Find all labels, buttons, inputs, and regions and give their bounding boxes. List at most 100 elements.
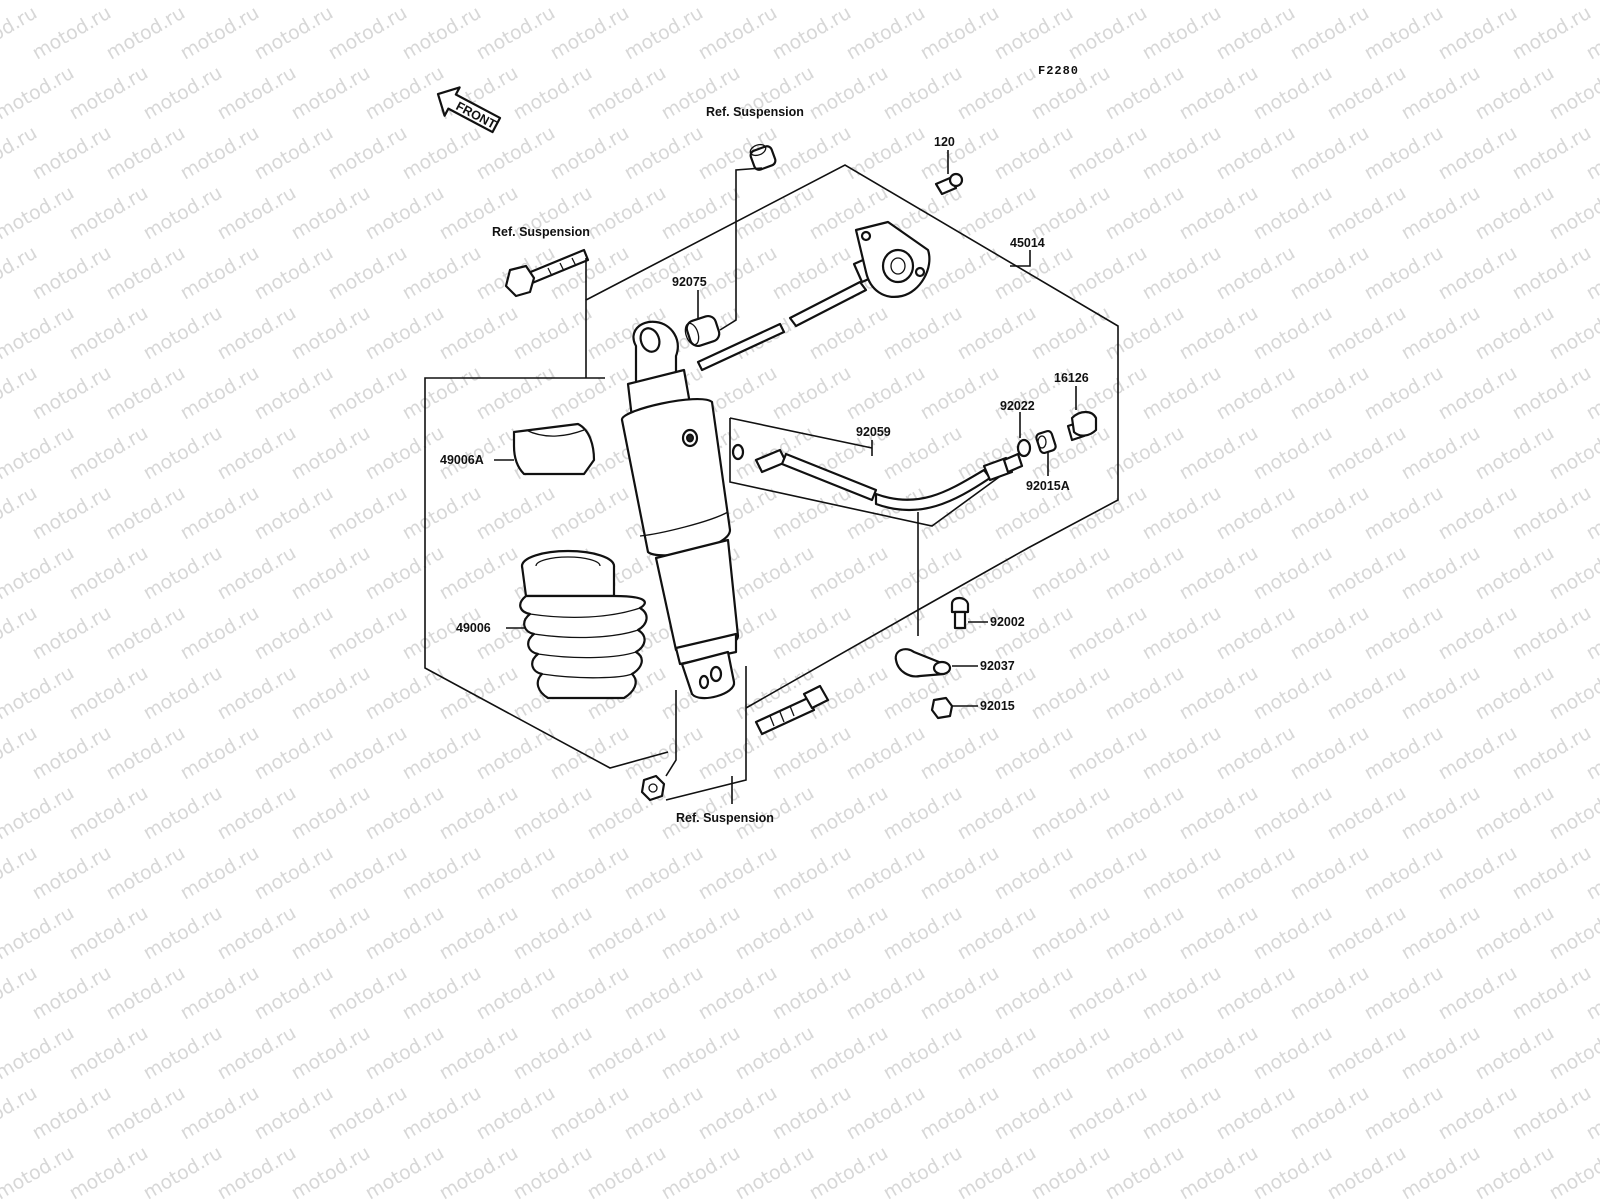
watermark-text: motod.ru [1102,0,1188,4]
watermark-text: motod.ru [1398,62,1484,125]
watermark-text: motod.ru [1509,722,1595,785]
watermark-text: motod.ru [103,842,189,905]
watermark-text: motod.ru [1472,1142,1558,1200]
watermark-text: motod.ru [843,722,929,785]
watermark-text: motod.ru [1324,1022,1410,1085]
watermark-text: motod.ru [1250,1142,1336,1200]
watermark-text: motod.ru [621,1082,707,1145]
watermark-text: motod.ru [29,722,115,785]
watermark-text: motod.ru [140,0,226,4]
label-92015a: 92015A [1026,479,1070,493]
ring-49006a-icon [512,422,596,476]
watermark-text: motod.ru [584,62,670,125]
watermark-text: motod.ru [1065,842,1151,905]
watermark-text: motod.ru [436,302,522,365]
watermark-text: motod.ru [140,302,226,365]
label-ref-suspension-left: Ref. Suspension [492,225,590,239]
watermark-text: motod.ru [1472,1022,1558,1085]
watermark-text: motod.ru [991,1082,1077,1145]
watermark-text: motod.ru [732,1142,818,1200]
watermark-text: motod.ru [954,182,1040,245]
watermark-text: motod.ru [177,722,263,785]
watermark-text: motod.ru [29,242,115,305]
watermark-text: motod.ru [1324,1142,1410,1200]
watermark-text: motod.ru [214,902,300,965]
watermark-text: motod.ru [1435,842,1521,905]
watermark-text: motod.ru [140,182,226,245]
watermark-text: motod.ru [1250,302,1336,365]
watermark-text: motod.ru [1213,962,1299,1025]
watermark-text: motod.ru [769,722,855,785]
watermark-text: motod.ru [954,1022,1040,1085]
watermark-text: motod.ru [1509,482,1595,545]
watermark-text: motod.ru [1102,1142,1188,1200]
watermark-text: motod.ru [584,902,670,965]
watermark-text: motod.ru [29,2,115,65]
watermark-text: motod.ru [1398,1022,1484,1085]
hose-group-bracket-top [729,417,873,449]
watermark-text: motod.ru [695,1082,781,1145]
watermark-text: motod.ru [325,1082,411,1145]
watermark-text: motod.ru [547,122,633,185]
watermark-text: motod.ru [1250,422,1336,485]
watermark-text: motod.ru [29,962,115,1025]
watermark-text: motod.ru [399,482,485,545]
watermark-text: motod.ru [1398,422,1484,485]
watermark-text: motod.ru [880,422,966,485]
watermark-text: motod.ru [991,2,1077,65]
lower-mount-nut-icon [640,774,666,802]
watermark-text: motod.ru [1509,962,1595,1025]
watermark-text: motod.ru [140,1022,226,1085]
watermark-text: motod.ru [1361,962,1447,1025]
watermark-text: motod.ru [1139,1082,1225,1145]
watermark-text: motod.ru [1287,842,1373,905]
watermark-text: motod.ru [214,422,300,485]
watermark-text: motod.ru [1361,602,1447,665]
watermark-text: motod.ru [0,1022,78,1085]
watermark-text: motod.ru [1361,122,1447,185]
lower-mount-bolt-icon [754,684,830,736]
watermark-text: motod.ru [473,2,559,65]
watermark-text: motod.ru [1509,2,1595,65]
watermark-text: motod.ru [1546,1142,1600,1200]
watermark-text: motod.ru [288,902,374,965]
watermark-text: motod.ru [1472,422,1558,485]
watermark-text: motod.ru [66,1022,152,1085]
watermark-text: motod.ru [66,182,152,245]
collar-92075-icon [684,314,721,348]
watermark-text: motod.ru [880,302,966,365]
watermark-text: motod.ru [880,62,966,125]
watermark-text: motod.ru [1250,0,1336,4]
watermark-text: motod.ru [473,122,559,185]
watermark-text: motod.ru [1028,1142,1114,1200]
watermark-text: motod.ru [0,1142,78,1200]
watermark-text: motod.ru [695,242,781,305]
watermark-text: motod.ru [510,1142,596,1200]
watermark-text: motod.ru [1509,602,1595,665]
watermark-text: motod.ru [1176,782,1262,845]
watermark-text: motod.ru [917,722,1003,785]
watermark-text: motod.ru [1102,302,1188,365]
leader-ref-bottom [665,666,747,801]
watermark-text: motod.ru [1324,542,1410,605]
watermark-text: motod.ru [510,0,596,4]
watermark-text: motod.ru [1065,962,1151,1025]
watermark-text: motod.ru [1176,0,1262,4]
clamp-92037-icon [894,648,952,678]
watermark-text: motod.ru [769,842,855,905]
watermark-text: motod.ru [1546,422,1600,485]
watermark-text: motod.ru [547,842,633,905]
watermark-text: motod.ru [1398,302,1484,365]
watermark-text: motod.ru [1176,182,1262,245]
watermark-text: motod.ru [66,422,152,485]
watermark-text: motod.ru [177,1082,263,1145]
watermark-text: motod.ru [251,962,337,1025]
watermark-text: motod.ru [1065,242,1151,305]
watermark-text: motod.ru [1065,122,1151,185]
watermark-text: motod.ru [1472,62,1558,125]
watermark-text: motod.ru [29,362,115,425]
watermark-text: motod.ru [177,2,263,65]
watermark-text: motod.ru [1398,182,1484,245]
watermark-text: motod.ru [140,422,226,485]
